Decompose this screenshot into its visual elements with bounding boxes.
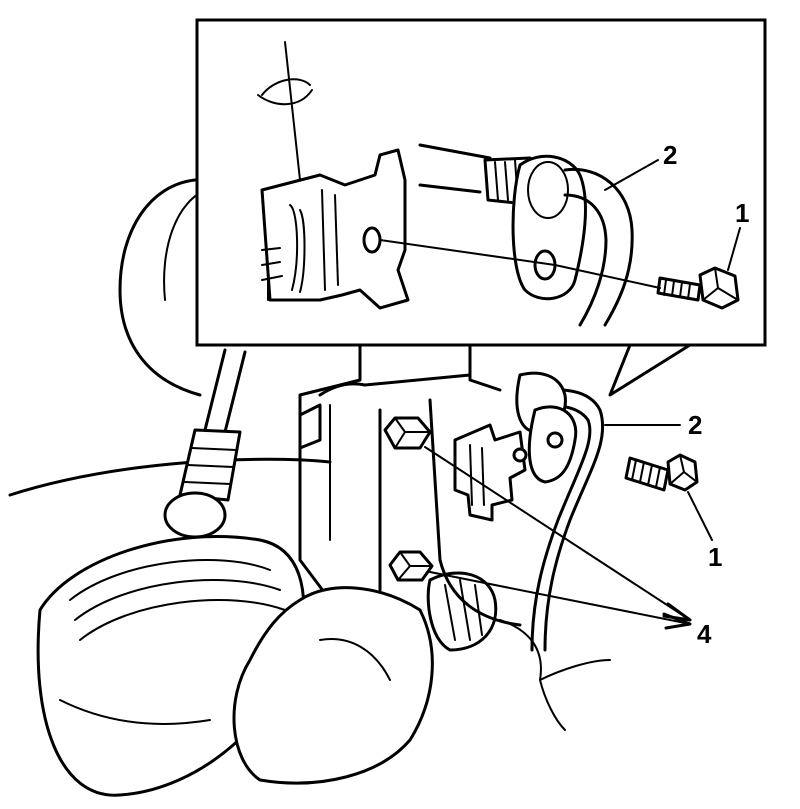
inset-pipe xyxy=(418,143,492,194)
inset-leader-line xyxy=(379,239,661,289)
callout-inset-pipe: 2 xyxy=(663,140,677,170)
detail-inset xyxy=(195,18,767,347)
inset-bracket xyxy=(260,148,410,310)
leader-caliper-lower xyxy=(429,571,691,625)
callout-inset-bolt: 1 xyxy=(735,198,749,228)
steering-knuckle xyxy=(298,343,502,602)
brake-pipe-main xyxy=(528,388,605,652)
tie-rod xyxy=(203,348,247,434)
leader-caliper-upper xyxy=(424,446,691,621)
leader-arrowhead-lower xyxy=(662,612,692,630)
leader-main-bolt xyxy=(687,491,713,541)
ball-joint xyxy=(163,491,227,539)
brake-caliper xyxy=(232,586,434,785)
main-scene xyxy=(8,178,713,797)
callout-main-pipe: 2 xyxy=(688,410,702,440)
callout-main-bolt: 1 xyxy=(708,542,722,572)
caliper-bolt-lower xyxy=(388,550,434,582)
wheel-outline xyxy=(8,457,332,497)
leader-inset-bolt xyxy=(727,227,741,271)
inset-bolt xyxy=(656,266,740,310)
callout-caliper-bolts: 4 xyxy=(697,619,712,649)
caliper-bolt-upper xyxy=(298,403,432,450)
inset-pointer xyxy=(608,343,692,397)
caliper-piston-housing xyxy=(426,571,498,652)
leader-inset-pipe xyxy=(604,159,659,191)
tire-back xyxy=(118,178,202,397)
hose-bolt-main xyxy=(624,453,699,492)
